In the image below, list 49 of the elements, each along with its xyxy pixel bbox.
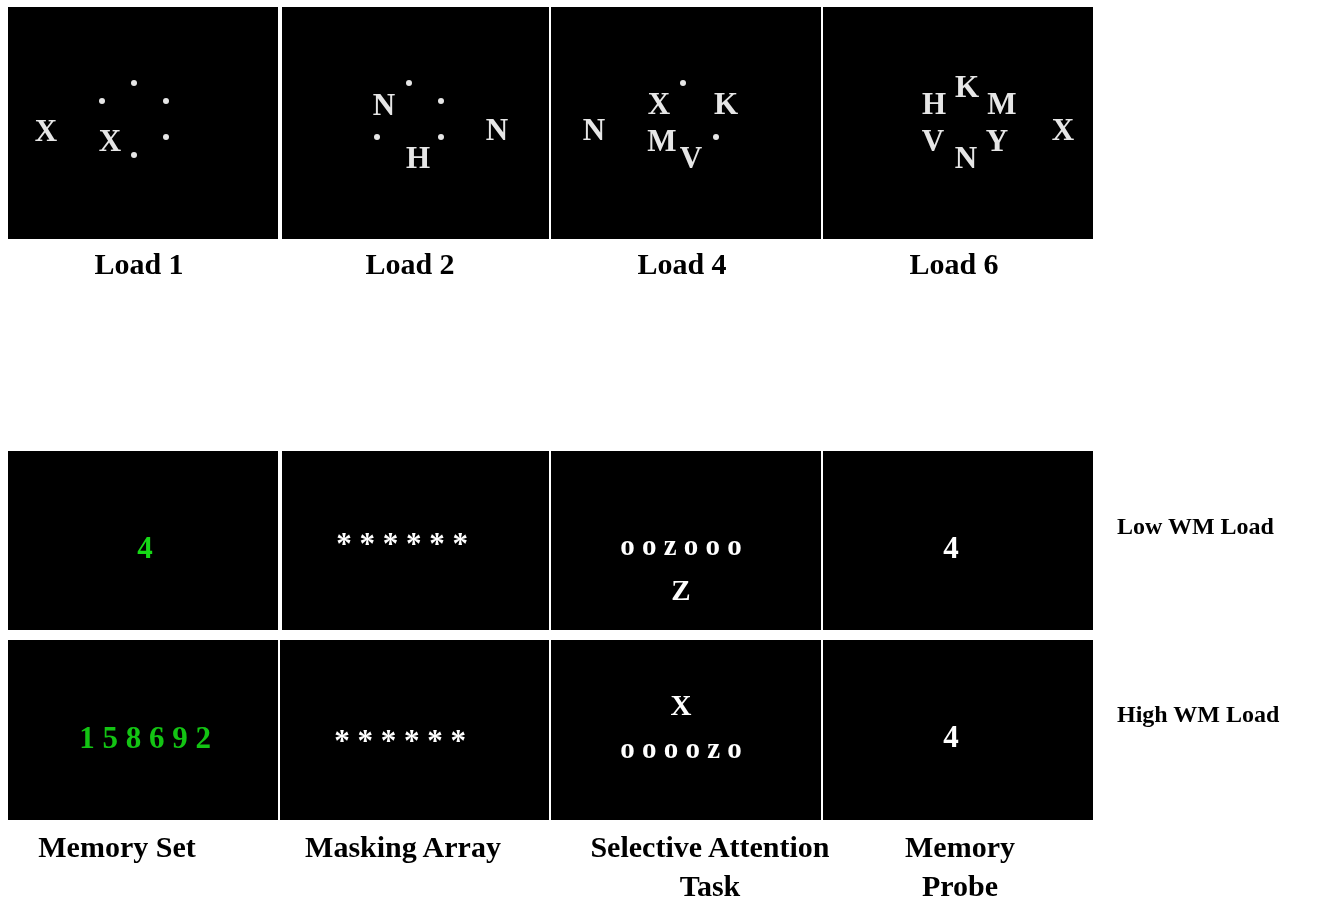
row-label: High WM Load — [1117, 701, 1280, 728]
stimulus-letter: M — [987, 87, 1017, 119]
stimulus-letter: V — [921, 124, 945, 156]
stimulus-letter: N — [372, 88, 396, 120]
stimulus-letter: V — [679, 141, 703, 173]
stimulus-screen — [8, 451, 278, 630]
panel-caption: Load 1 — [94, 246, 184, 282]
stimulus-text: o o z o o o — [620, 530, 742, 560]
column-label: Memory Probe — [904, 829, 1016, 904]
stimulus-letter: N — [954, 141, 978, 173]
panel-caption: Load 2 — [365, 246, 455, 282]
stimulus-screen — [823, 640, 1093, 820]
stimulus-screen — [8, 7, 278, 239]
stimulus-text: 4 — [943, 720, 959, 752]
row-label: Low WM Load — [1117, 513, 1274, 540]
panel-caption: Load 4 — [637, 246, 727, 282]
stimulus-screen — [823, 7, 1093, 239]
column-label: Memory Set — [37, 829, 197, 865]
stimulus-text: Z — [671, 575, 691, 605]
stimulus-text: 4 — [943, 531, 959, 563]
stimulus-screen — [551, 640, 821, 820]
stimulus-screen — [280, 640, 549, 820]
stimulus-letter: K — [713, 87, 739, 119]
column-label: Masking Array — [304, 829, 502, 865]
stimulus-letter: Y — [985, 124, 1009, 156]
stimulus-letter: X — [647, 87, 671, 119]
stimulus-screen — [8, 640, 278, 820]
stimulus-letter: N — [485, 113, 509, 145]
stimulus-text: * * * * * * — [334, 724, 466, 756]
stimulus-letter: H — [921, 87, 947, 119]
stimulus-letter: K — [954, 70, 980, 102]
stimulus-screen — [551, 451, 821, 630]
stimulus-text: 4 — [137, 531, 153, 563]
stimulus-text: o o o o z o — [620, 733, 742, 763]
stimulus-screen — [823, 451, 1093, 630]
stimulus-letter: X — [1051, 113, 1075, 145]
stimulus-screen — [282, 7, 549, 239]
stimulus-letter: X — [98, 124, 122, 156]
column-label: Selective Attention Task — [590, 829, 830, 904]
stimulus-letter: X — [34, 114, 58, 146]
stimulus-screen — [551, 7, 821, 239]
stimulus-letter: N — [582, 113, 606, 145]
stimulus-letter: H — [405, 141, 431, 173]
stimulus-letter: M — [647, 124, 677, 156]
stimulus-text: X — [670, 690, 692, 720]
stimulus-screen — [282, 451, 549, 630]
stimulus-text: 1 5 8 6 9 2 — [79, 721, 211, 753]
panel-caption: Load 6 — [909, 246, 999, 282]
stimulus-text: * * * * * * — [336, 527, 468, 559]
